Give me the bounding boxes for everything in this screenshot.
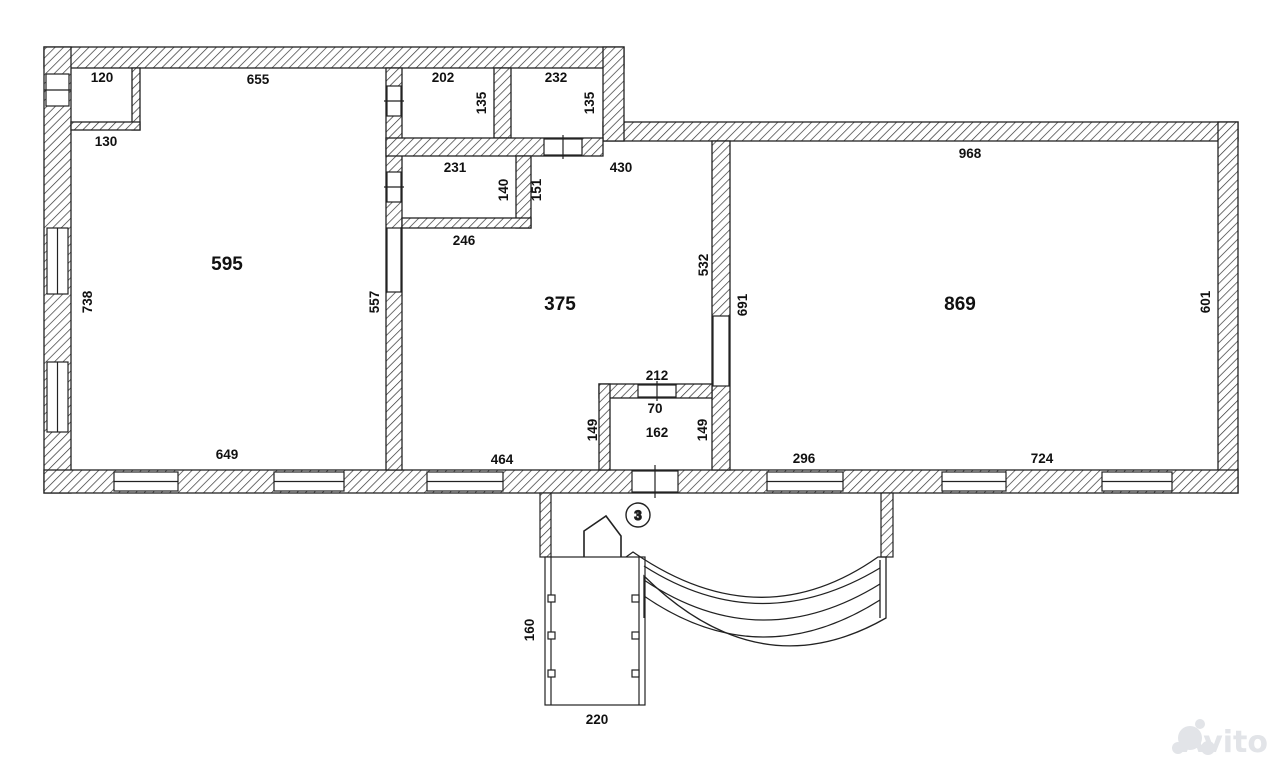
doorway-small-room xyxy=(384,171,404,203)
dim-vestibule-door: 70 xyxy=(647,401,662,416)
wall-right xyxy=(1217,121,1239,494)
wall-small-room-bottom xyxy=(401,217,532,229)
dim-vestibule-left: 149 xyxy=(585,419,600,442)
dim-middle-room-right: 532 xyxy=(696,254,711,277)
wall-partition-2 xyxy=(711,140,731,471)
dim-right-hall-right: 601 xyxy=(1198,290,1213,313)
area-left-hall: 595 xyxy=(211,254,243,275)
doorway-closet-tl xyxy=(44,73,71,107)
windows xyxy=(46,227,1173,492)
dim-right-hall-left: 691 xyxy=(735,293,750,316)
ramp xyxy=(544,556,646,706)
window-bottom-4 xyxy=(766,471,844,492)
dim-closet-b-depth: 135 xyxy=(582,91,597,114)
window-bottom-2 xyxy=(273,471,345,492)
dim-closet-a-depth: 135 xyxy=(474,91,489,114)
area-middle-room: 375 xyxy=(544,294,576,315)
wall-closet-a-right xyxy=(493,67,512,139)
entrance-marker-label: 3 xyxy=(634,508,642,523)
entrance-door xyxy=(583,514,622,557)
dim-vestibule-area: 162 xyxy=(646,425,669,440)
wall-top-right xyxy=(602,121,1239,142)
doorway-entrance xyxy=(631,465,679,498)
wall-vestibule-left xyxy=(598,383,611,471)
window-bottom-3 xyxy=(426,471,504,492)
wall-top-left xyxy=(43,46,625,69)
dim-closet-b-width: 232 xyxy=(545,70,568,85)
doorway-partition-1 xyxy=(386,227,402,293)
dim-small-room-bottom: 246 xyxy=(453,233,476,248)
dim-small-room-width: 231 xyxy=(444,160,467,175)
doorway-corridor xyxy=(543,135,583,159)
dim-left-hall-left: 738 xyxy=(80,290,95,313)
dim-closet-tl-depth: 130 xyxy=(95,134,118,149)
window-bottom-6 xyxy=(1101,471,1173,492)
dim-right-hall-bottom-a: 296 xyxy=(793,451,816,466)
dim-right-hall-top: 968 xyxy=(959,146,982,161)
wall-step xyxy=(602,46,625,142)
room-areas: 595 375 869 xyxy=(211,254,976,315)
wall-closet-tl-v xyxy=(131,67,141,131)
dim-left-hall-right: 557 xyxy=(367,291,382,314)
dim-left-hall-top: 655 xyxy=(247,72,270,87)
area-right-hall: 869 xyxy=(944,294,976,315)
dim-vestibule-right: 149 xyxy=(695,419,710,442)
dim-middle-room-bottom: 464 xyxy=(491,452,514,467)
porch: 3 xyxy=(539,492,894,558)
doorway-closet-a xyxy=(384,85,404,117)
dim-ramp-width: 220 xyxy=(586,712,609,727)
dim-right-hall-bottom-b: 724 xyxy=(1031,451,1054,466)
window-bottom-1 xyxy=(113,471,179,492)
dim-vestibule-top: 212 xyxy=(646,368,669,383)
entrance-marker xyxy=(625,502,651,528)
window-left-2 xyxy=(46,361,69,433)
dim-left-hall-bottom: 649 xyxy=(216,447,239,462)
doorways xyxy=(44,73,730,498)
watermark: Avito xyxy=(1172,719,1268,760)
curved-steps xyxy=(625,551,887,647)
dim-small-room-depth: 140 xyxy=(496,179,511,202)
window-left-1 xyxy=(46,227,69,295)
porch-wall-left xyxy=(539,492,552,558)
dim-closet-a-width: 202 xyxy=(432,70,455,85)
porch-wall-right xyxy=(880,492,894,558)
doorway-partition-2 xyxy=(712,315,730,387)
ramp-posts xyxy=(547,594,640,678)
watermark-text: Avito xyxy=(1181,725,1268,760)
wall-closet-tl-h xyxy=(70,121,141,131)
doorway-vestibule-inner xyxy=(637,381,677,401)
avito-logo-icon xyxy=(1172,719,1215,755)
window-bottom-5 xyxy=(941,471,1007,492)
dimension-labels: 120 130 655 649 738 557 202 135 232 135 … xyxy=(80,70,1213,727)
dim-ramp-length: 160 xyxy=(522,619,537,642)
dim-small-room-side: 151 xyxy=(529,178,544,201)
dim-corridor-top: 430 xyxy=(610,160,633,175)
dim-closet-tl-width: 120 xyxy=(91,70,114,85)
ramp-outline xyxy=(544,556,646,706)
